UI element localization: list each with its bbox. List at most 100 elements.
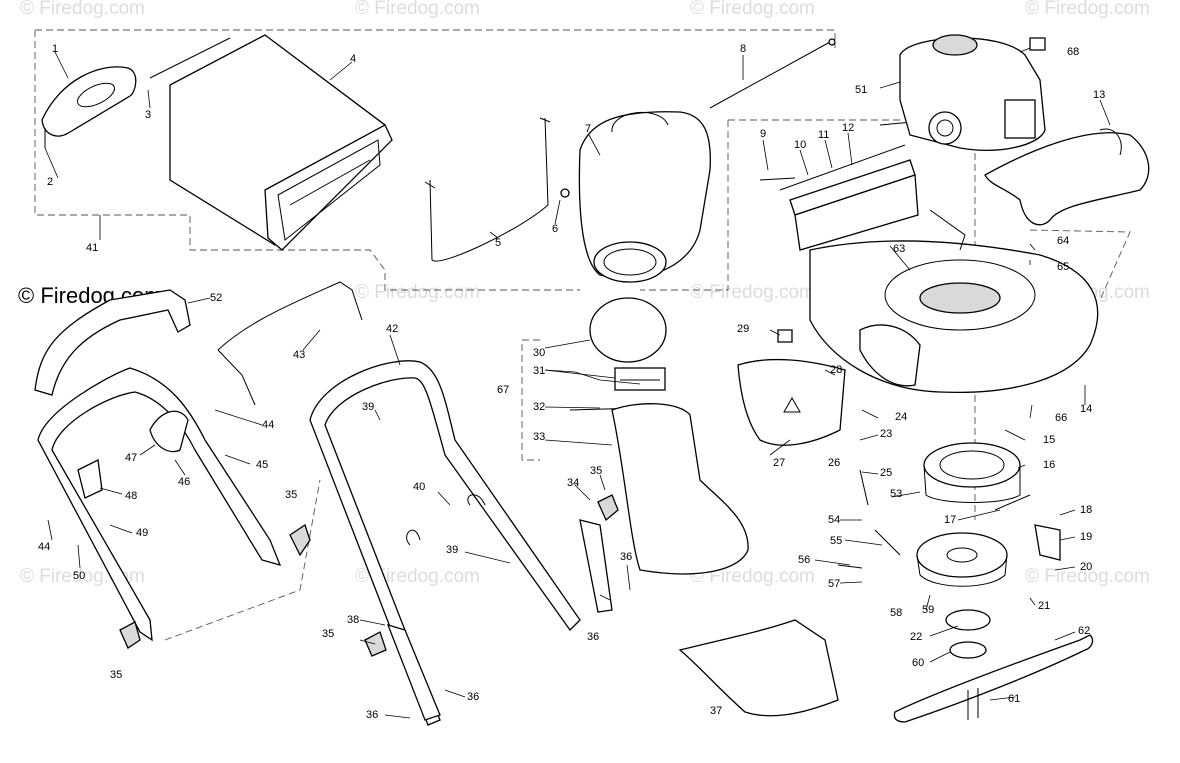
- blade-adapter-part: [945, 609, 991, 659]
- part-label: 60: [912, 657, 924, 669]
- part-label: 21: [1038, 600, 1050, 612]
- part-label: 46: [178, 476, 190, 488]
- watermark: © Firedog.com: [690, 566, 815, 587]
- part-label: 45: [256, 459, 268, 471]
- part-label: 1: [52, 43, 58, 55]
- blade-housing-part: [923, 442, 1021, 503]
- part-label: 35: [285, 489, 297, 501]
- watermark: © Firedog.com: [690, 282, 815, 303]
- part-label: 4: [350, 53, 356, 65]
- part-label: 16: [1043, 459, 1055, 471]
- watermark: © Firedog.com: [20, 0, 145, 19]
- part-label: 5: [495, 237, 501, 249]
- part-label: 35: [590, 465, 602, 477]
- engine-part: [899, 34, 1046, 151]
- handle-bracket-part: [386, 519, 613, 721]
- part-label: 68: [1067, 46, 1079, 58]
- part-label: 41: [86, 242, 98, 254]
- part-label: 13: [1093, 89, 1105, 101]
- part-label: 33: [533, 431, 545, 443]
- part-label: 22: [910, 631, 922, 643]
- knob-parts: [119, 494, 619, 657]
- watermark: © Firedog.com: [355, 0, 480, 19]
- part-label: 58: [890, 607, 902, 619]
- part-label: 44: [262, 419, 274, 431]
- part-label: 62: [1078, 625, 1090, 637]
- deflector-part: [737, 358, 846, 446]
- part-label: 19: [1080, 531, 1092, 543]
- part-label: 53: [890, 488, 902, 500]
- part-label: 15: [1043, 434, 1055, 446]
- part-label: 17: [944, 514, 956, 526]
- part-label: 49: [136, 527, 148, 539]
- part-label: 47: [125, 452, 137, 464]
- part-label: 10: [794, 139, 806, 151]
- part-label: 59: [922, 604, 934, 616]
- part-label: 42: [386, 323, 398, 335]
- part-label: 38: [347, 614, 359, 626]
- part-label: 36: [366, 709, 378, 721]
- part-label: 12: [842, 122, 854, 134]
- part-label: 6: [552, 223, 558, 235]
- blade-part: [893, 634, 1094, 723]
- watermark: © Firedog.com: [690, 0, 815, 19]
- part-label: 66: [1055, 412, 1067, 424]
- mower-deck-part: [809, 209, 1099, 394]
- part-label: 55: [830, 535, 842, 547]
- part-label: 20: [1080, 561, 1092, 573]
- rear-chute-part: [611, 403, 749, 575]
- part-label: 2: [47, 176, 53, 188]
- part-label: 67: [497, 384, 509, 396]
- group-boundaries: [34, 29, 1131, 641]
- left-upper-handle-part: [37, 367, 282, 642]
- mounting-bracket-part: [759, 119, 936, 251]
- control-part: [77, 410, 189, 499]
- part-label: 29: [737, 323, 749, 335]
- part-label: 11: [818, 129, 829, 141]
- mulch-plug-part: [589, 297, 667, 391]
- brake-disc-part: [916, 532, 1008, 587]
- part-label: 26: [828, 457, 840, 469]
- watermark: © Firedog.com: [1025, 566, 1150, 587]
- part-label: 63: [893, 243, 905, 255]
- part-label: 43: [293, 349, 305, 361]
- rear-flap-part: [678, 619, 839, 717]
- lower-handle-part: [309, 360, 581, 726]
- part-label: 51: [855, 84, 867, 96]
- watermark: © Firedog.com: [1025, 0, 1150, 19]
- collector-top-part: [578, 111, 711, 283]
- part-label: 35: [322, 628, 334, 640]
- part-label: 34: [567, 477, 579, 489]
- part-label: 54: [828, 514, 840, 526]
- part-label: 44: [38, 541, 50, 553]
- part-label: 31: [533, 365, 545, 377]
- discharge-chute-part: [984, 128, 1150, 226]
- part-label: 8: [740, 43, 746, 55]
- part-label: 57: [828, 578, 840, 590]
- part-label: 65: [1057, 261, 1069, 273]
- part-label: 36: [467, 691, 479, 703]
- grass-bag-part: [169, 34, 393, 251]
- part-label: 14: [1080, 403, 1092, 415]
- part-label: 36: [587, 631, 599, 643]
- part-number-labels: 1 2 3 4 5 6 7 8 9 10 11 12 13 14 15 16 1…: [38, 43, 1105, 721]
- part-label: 24: [895, 411, 907, 423]
- part-label: 23: [880, 428, 892, 440]
- part-label: 40: [413, 481, 425, 493]
- upper-handle-bar-part: [34, 289, 191, 396]
- part-label: 18: [1080, 504, 1092, 516]
- part-label: 28: [830, 364, 842, 376]
- part-label: 52: [210, 292, 222, 304]
- part-label: 39: [446, 544, 458, 556]
- part-label: 56: [798, 554, 810, 566]
- watermark: © Firedog.com: [355, 282, 480, 303]
- part-label: 37: [710, 705, 722, 717]
- part-label: 35: [110, 669, 122, 681]
- part-label: 32: [533, 401, 545, 413]
- part-label: 3: [145, 109, 151, 121]
- part-label: 9: [760, 128, 766, 140]
- part-label: 27: [773, 457, 785, 469]
- part-label: 64: [1057, 235, 1069, 247]
